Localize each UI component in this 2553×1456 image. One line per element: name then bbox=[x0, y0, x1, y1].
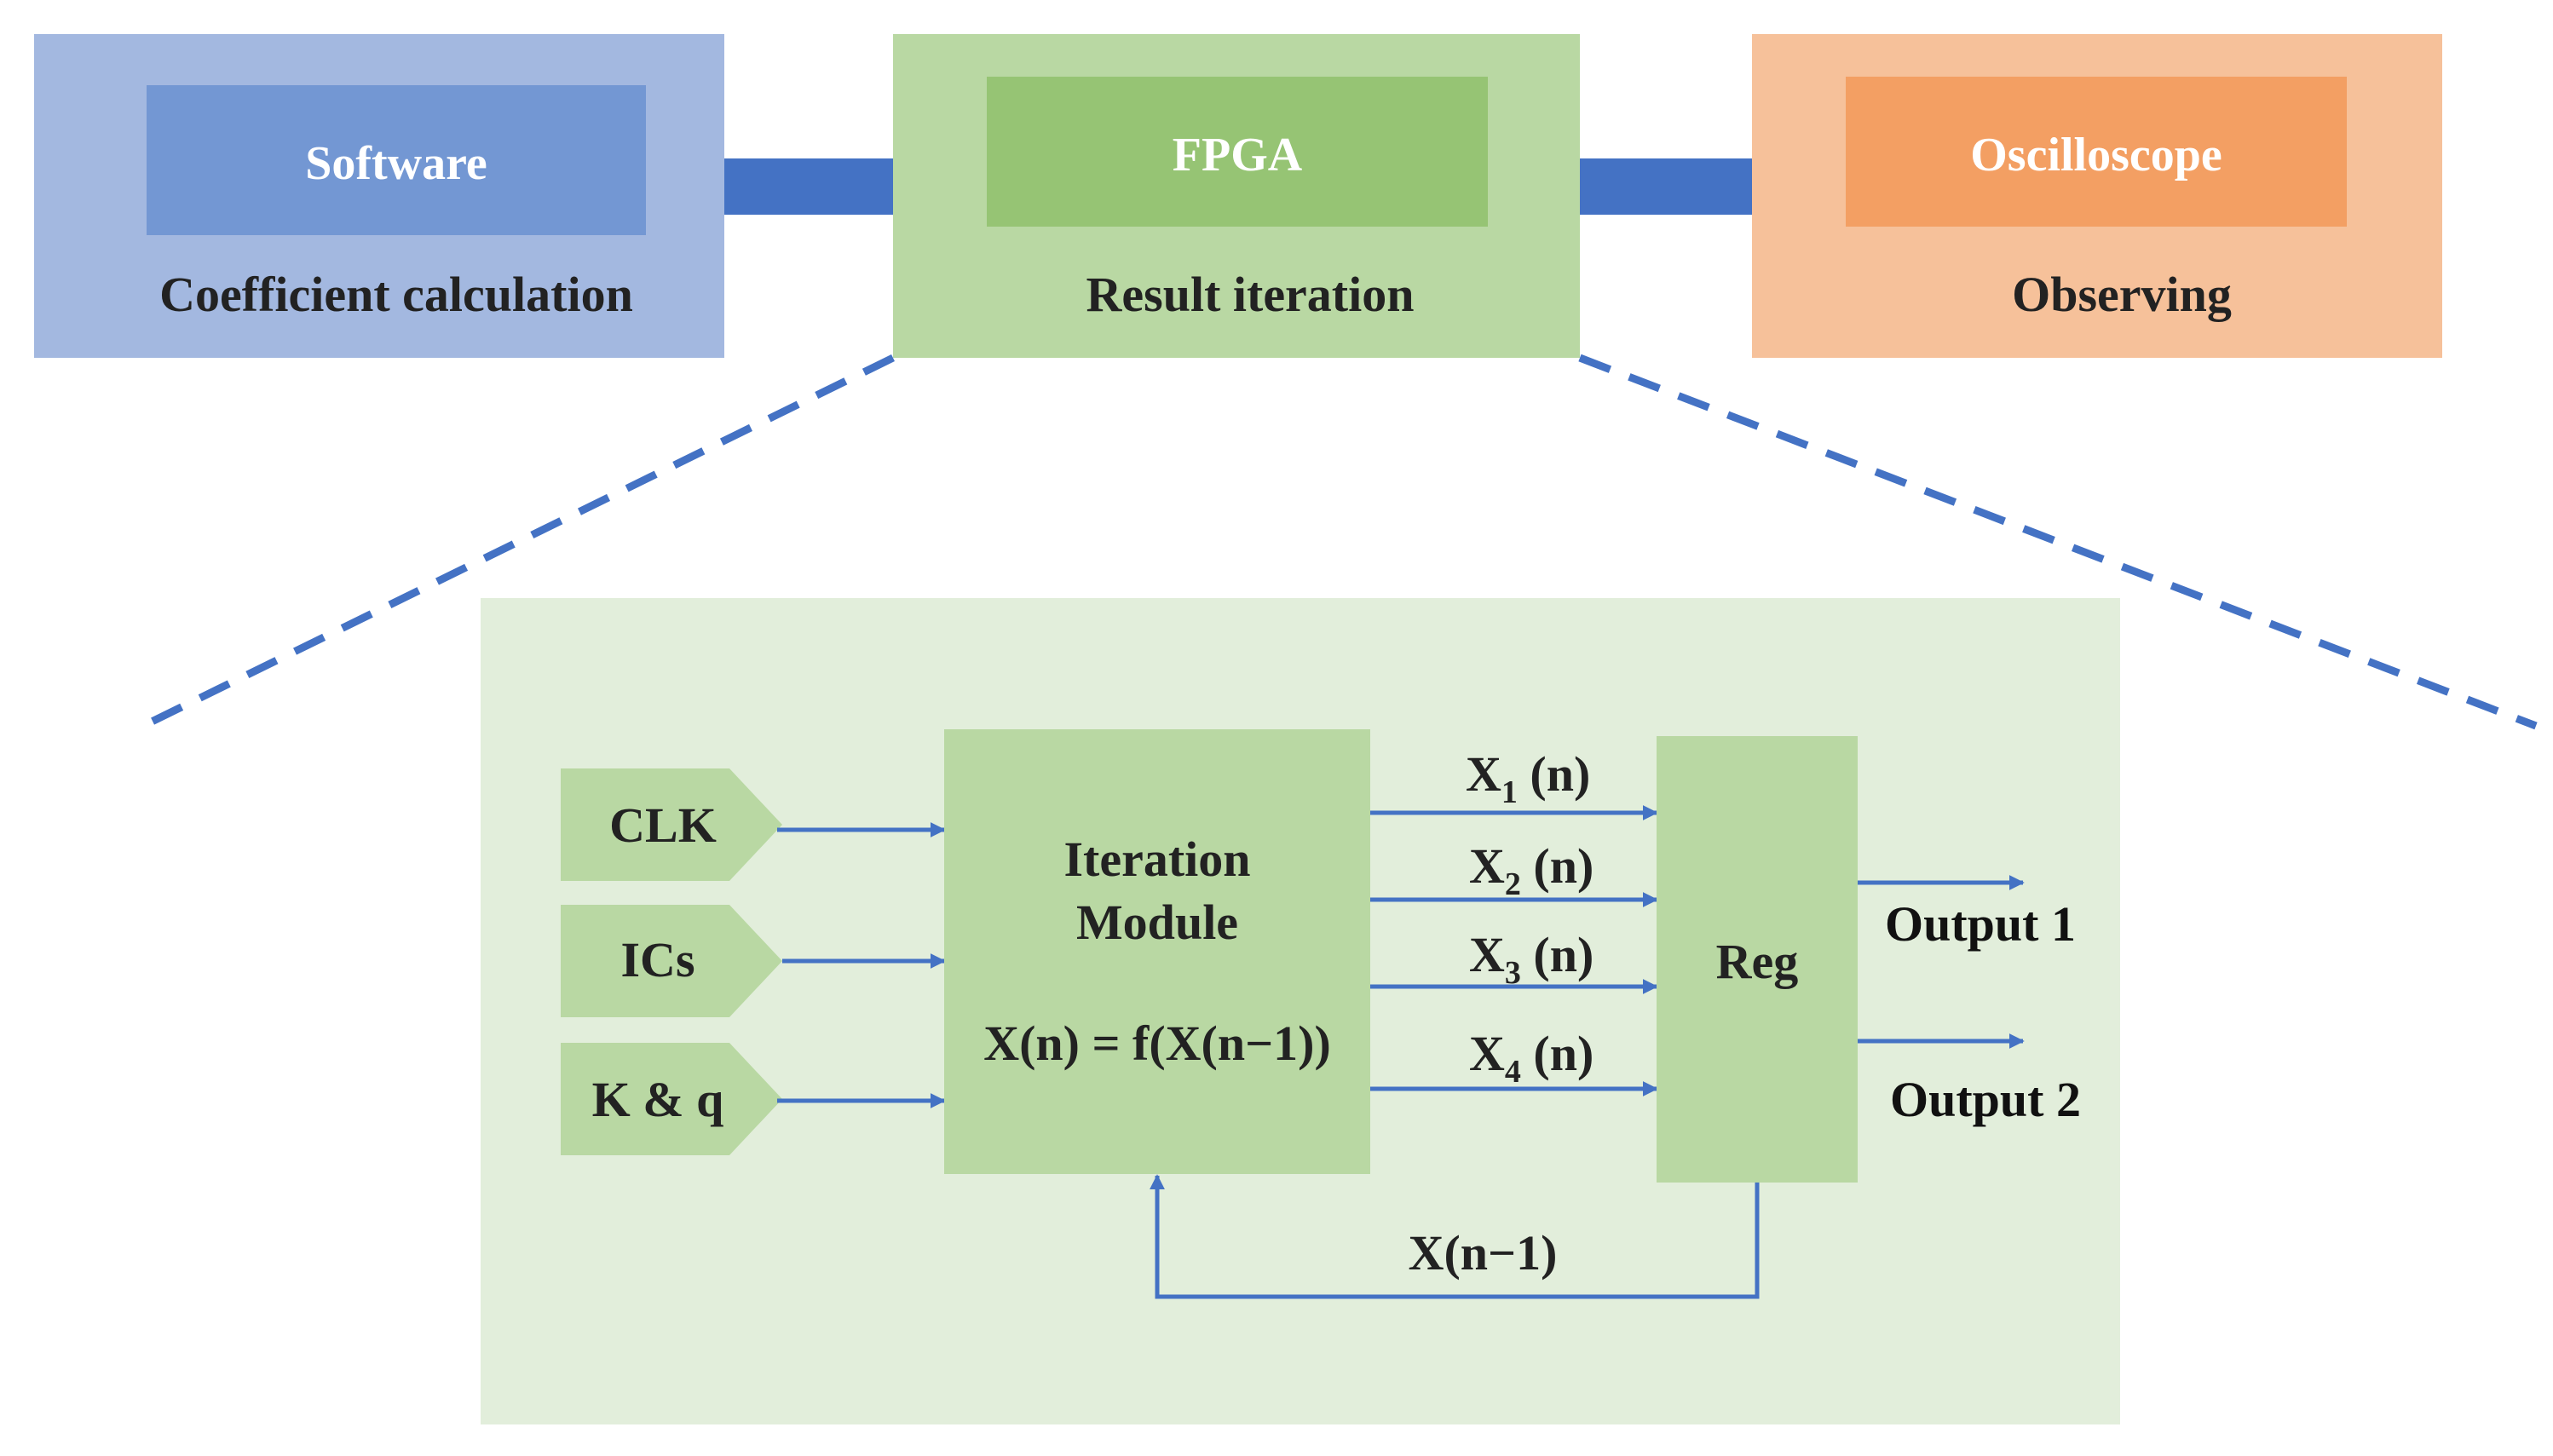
feedback-loop-arrow bbox=[1150, 1174, 1760, 1299]
software-title: Software bbox=[305, 137, 487, 190]
input-tag-shape bbox=[561, 905, 782, 1017]
zoom-line-right bbox=[1578, 354, 2538, 730]
oscilloscope-subtitle: Observing bbox=[2012, 267, 2232, 322]
output-label-1: Output 1 bbox=[1885, 896, 2076, 952]
fpga-inner-box bbox=[987, 77, 1488, 227]
software-inner-box bbox=[147, 85, 646, 235]
input-tag-k-q: K & q bbox=[561, 1043, 782, 1155]
register-box bbox=[1657, 736, 1858, 1183]
arrow-fpga-to-oscilloscope bbox=[1580, 133, 1807, 240]
arrow-software-to-fpga bbox=[724, 133, 948, 240]
zoom-line-left bbox=[141, 354, 895, 730]
signal-label-x4: X4 (n) bbox=[1469, 1026, 1593, 1090]
input-label-k-q: K & q bbox=[592, 1072, 724, 1127]
signal-label-x3: X3 (n) bbox=[1469, 927, 1593, 991]
software-subtitle: Coefficient calculation bbox=[159, 267, 633, 322]
module-title-line1: Iteration bbox=[1063, 832, 1250, 887]
input-tag-shape bbox=[561, 1043, 782, 1155]
register-block: Reg bbox=[1657, 736, 1858, 1183]
fpga-stage: FPGA Result iteration bbox=[893, 34, 1580, 358]
fpga-subtitle: Result iteration bbox=[1086, 267, 1415, 322]
input-tag-clk: CLK bbox=[561, 768, 782, 881]
oscilloscope-stage: Oscilloscope Observing bbox=[1752, 34, 2442, 358]
signal-label-x2: X2 (n) bbox=[1469, 838, 1593, 902]
iteration-module: Iteration Module X(n) = f(X(n−1)) bbox=[944, 729, 1370, 1174]
input-tag-ics: ICs bbox=[561, 905, 782, 1017]
iteration-module-box bbox=[944, 729, 1370, 1174]
oscilloscope-inner-box bbox=[1846, 77, 2347, 227]
fpga-title: FPGA bbox=[1173, 129, 1303, 181]
oscilloscope-title: Oscilloscope bbox=[1970, 129, 2222, 181]
signal-label-x1: X1 (n) bbox=[1466, 746, 1590, 810]
feedback-label: X(n−1) bbox=[1409, 1225, 1558, 1280]
input-tag-shape bbox=[561, 768, 782, 881]
register-label: Reg bbox=[1716, 934, 1799, 989]
output-label-2: Output 2 bbox=[1890, 1072, 2081, 1127]
input-label-ics: ICs bbox=[620, 932, 694, 987]
software-stage: Software Coefficient calculation bbox=[34, 34, 724, 358]
module-title-line2: Module bbox=[1076, 895, 1238, 950]
module-equation: X(n) = f(X(n−1)) bbox=[983, 1016, 1331, 1071]
input-label-clk: CLK bbox=[609, 797, 717, 853]
